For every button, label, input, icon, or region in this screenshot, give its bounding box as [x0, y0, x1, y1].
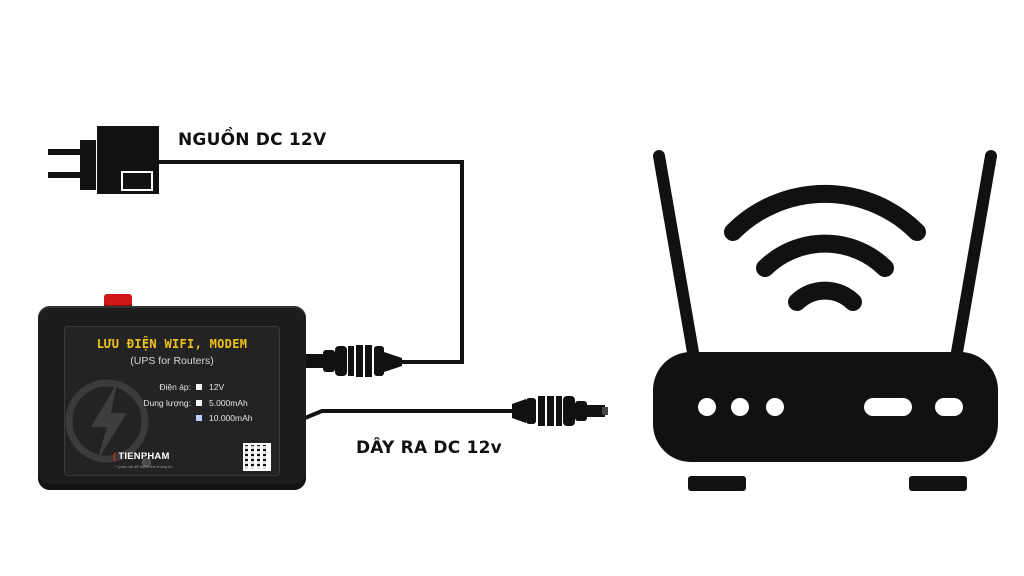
- status-led: [142, 458, 151, 467]
- checkbox-icon: [196, 399, 202, 406]
- spec-row-capacity-5000: Dung lượng: 5.000mAh: [129, 398, 248, 408]
- input-dc-plug-icon: [305, 345, 402, 377]
- checked-checkbox-icon: [196, 414, 202, 421]
- power-switch[interactable]: [104, 294, 132, 308]
- ups-title: LƯU ĐIỆN WIFI, MODEM: [96, 337, 248, 351]
- spec-key: Điện áp:: [159, 382, 191, 392]
- spec-value: 12V: [209, 382, 225, 392]
- output-dc-plug-icon: [512, 396, 608, 426]
- power-adapter-icon: [48, 126, 159, 194]
- ups-subtitle: (UPS for Routers): [130, 355, 214, 367]
- brand-name: TIENPHAM: [118, 451, 170, 462]
- spec-value: 10.000mAh: [209, 413, 253, 423]
- ups-device: LƯU ĐIỆN WIFI, MODEM (UPS for Routers) Đ…: [38, 306, 306, 490]
- qr-code-icon: [243, 443, 271, 471]
- power-input-label: NGUỒN DC 12V: [178, 130, 327, 150]
- input-cable: [150, 160, 464, 364]
- router-icon: [653, 150, 998, 491]
- brand-mark: (: [113, 451, 117, 462]
- spec-value: 5.000mAh: [209, 398, 248, 408]
- spec-row-voltage: Điện áp: 12V: [129, 382, 224, 392]
- output-cable: [299, 409, 520, 422]
- checkbox-icon: [196, 383, 202, 390]
- brand-tagline: * Quét mã để biết thêm thông tin: [115, 464, 173, 469]
- wifi-signal-icon: [724, 184, 926, 311]
- bolt-icon: [65, 379, 149, 463]
- brand-logo: (TIENPHAM: [113, 451, 170, 462]
- spec-row-capacity-10000: 10.000mAh: [129, 413, 252, 423]
- ups-front-label: LƯU ĐIỆN WIFI, MODEM (UPS for Routers) Đ…: [64, 326, 280, 476]
- output-cable-label: DÂY RA DC 12v: [356, 438, 502, 458]
- spec-key: Dung lượng:: [143, 398, 191, 408]
